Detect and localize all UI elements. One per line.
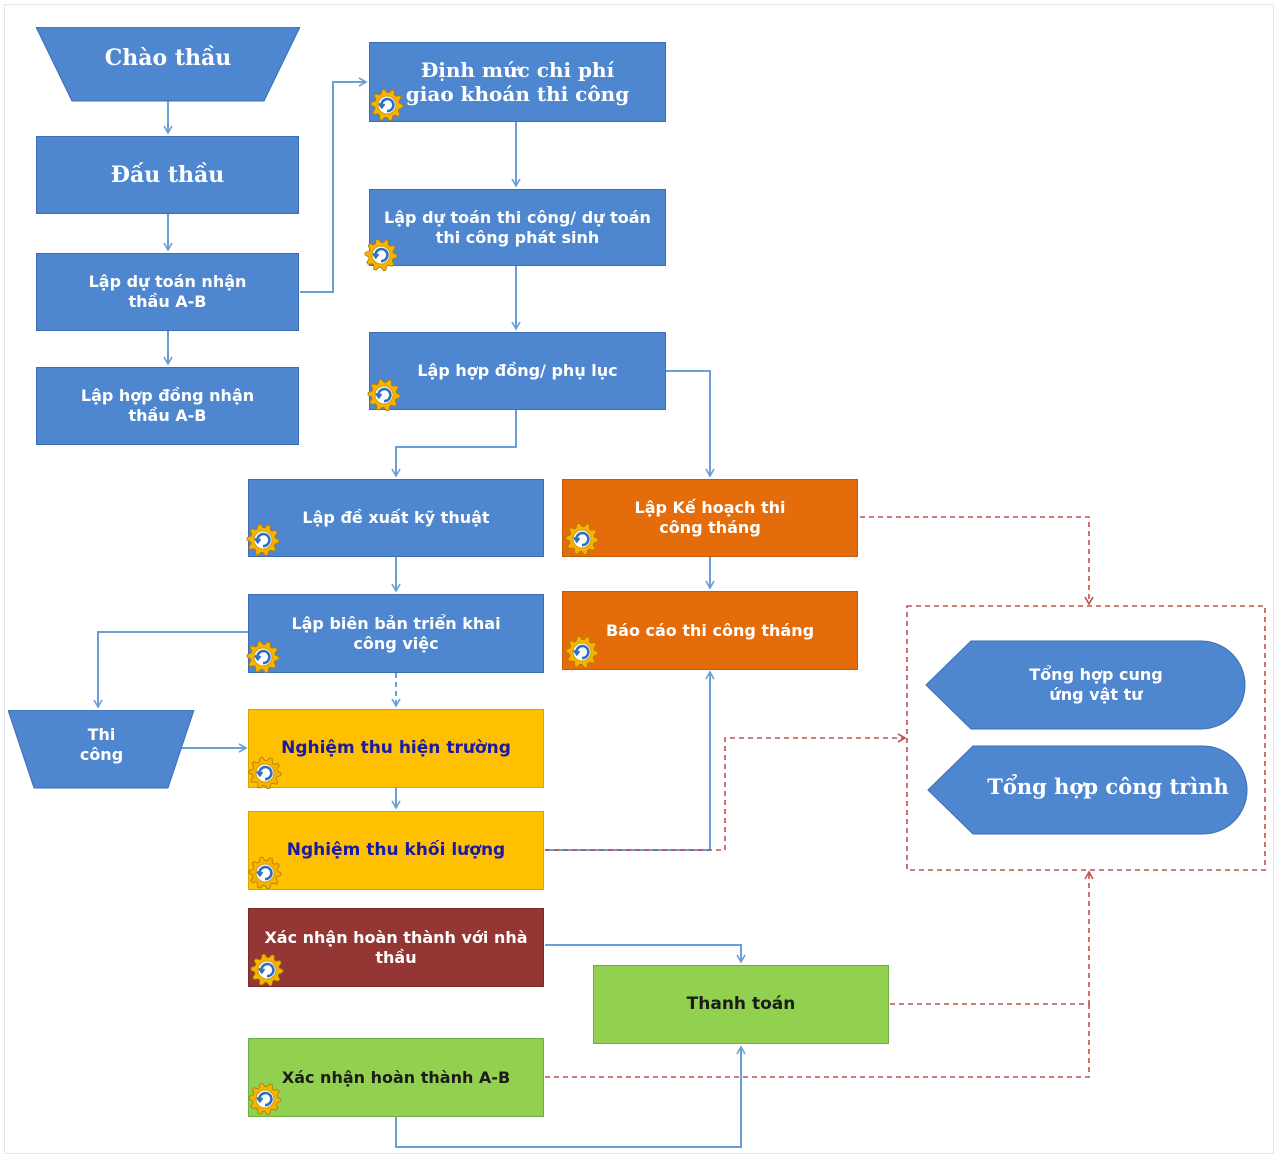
dashed-thanhtoan-summary: [890, 870, 1094, 1005]
diagram-frame: [4, 4, 1274, 1154]
node-dinh-muc[interactable]: Định mức chi phí giao khoán thi công: [369, 42, 666, 122]
connector-ab-thanhtoan: [395, 1045, 746, 1148]
node-lap-du-toan-nhan-thau-label: Lập dự toán nhận thầu A-B: [88, 272, 247, 311]
node-nghiem-thu-khoi-luong-label: Nghiệm thu khối lượng: [286, 840, 506, 861]
connector-xacnhan-thanhtoan: [545, 944, 746, 964]
node-dau-thau[interactable]: Đấu thầu: [36, 136, 299, 214]
node-tong-hop-cong-trinh[interactable]: Tổng hợp công trình: [927, 745, 1249, 835]
gear-icon: [248, 1082, 282, 1116]
gear-icon: [248, 756, 282, 790]
dashed-ntkl-summary: [545, 733, 907, 851]
gear-icon: [246, 523, 280, 557]
node-lap-hop-dong-phu-luc[interactable]: Lập hợp đồng/ phụ lục: [369, 332, 666, 410]
node-lap-ke-hoach-label: Lập Kế hoạch thi công tháng: [634, 498, 786, 537]
node-nghiem-thu-khoi-luong[interactable]: Nghiệm thu khối lượng: [248, 811, 544, 890]
node-thanh-toan-label: Thanh toán: [686, 994, 796, 1015]
node-lap-bien-ban-label: Lập biên bản triển khai công việc: [291, 613, 501, 653]
node-lap-de-xuat-label: Lập đề xuất kỹ thuật: [302, 508, 490, 528]
node-xac-nhan-ab[interactable]: Xác nhận hoàn thành A-B: [248, 1038, 544, 1117]
node-tong-hop-cong-trinh-label: Tổng hợp công trình: [987, 774, 1229, 800]
node-chao-thau-label: Chào thầu: [104, 45, 232, 72]
node-xac-nhan-nha-thau[interactable]: Xác nhận hoàn thành với nhà thầu: [248, 908, 544, 987]
gear-icon: [367, 378, 401, 412]
gear-icon: [370, 88, 404, 122]
node-lap-ke-hoach[interactable]: Lập Kế hoạch thi công tháng: [562, 479, 858, 557]
node-thi-cong-label: Thi công: [79, 724, 124, 764]
node-lap-hop-dong-nhan-thau[interactable]: Lập hợp đồng nhận thầu A-B: [36, 367, 299, 445]
gear-icon: [246, 640, 280, 674]
connector-hopdongpl-kehoach: [666, 370, 715, 478]
node-xac-nhan-ab-label: Xác nhận hoàn thành A-B: [281, 1067, 511, 1087]
node-lap-bien-ban[interactable]: Lập biên bản triển khai công việc: [248, 594, 544, 673]
node-lap-du-toan-thi-cong-label: Lập dự toán thi công/ dự toán thi công p…: [384, 207, 651, 247]
node-tong-hop-cung-ung[interactable]: Tổng hợp cung ứng vật tư: [925, 640, 1247, 730]
node-lap-hop-dong-phu-luc-label: Lập hợp đồng/ phụ lục: [417, 361, 618, 381]
summary-group-border: [906, 605, 1266, 871]
node-bao-cao-label: Báo cáo thi công tháng: [605, 620, 815, 640]
gear-icon: [565, 522, 599, 556]
node-thanh-toan[interactable]: Thanh toán: [593, 965, 889, 1044]
node-xac-nhan-nha-thau-label: Xác nhận hoàn thành với nhà thầu: [264, 927, 528, 967]
node-nghiem-thu-hien-truong[interactable]: Nghiệm thu hiện trường: [248, 709, 544, 788]
connector-bienban-thicong: [93, 631, 248, 709]
node-lap-du-toan-thi-cong[interactable]: Lập dự toán thi công/ dự toán thi công p…: [369, 189, 666, 266]
dashed-ab-summary: [545, 1004, 1090, 1078]
node-tong-hop-cung-ung-label: Tổng hợp cung ứng vật tư: [1029, 665, 1163, 704]
node-dau-thau-label: Đấu thầu: [110, 161, 225, 188]
node-chao-thau[interactable]: Chào thầu: [36, 27, 300, 102]
gear-icon: [364, 238, 398, 272]
node-dinh-muc-label: Định mức chi phí giao khoán thi công: [405, 57, 630, 106]
node-lap-hop-dong-nhan-thau-label: Lập hợp đồng nhận thầu A-B: [80, 386, 255, 425]
node-lap-du-toan-nhan-thau[interactable]: Lập dự toán nhận thầu A-B: [36, 253, 299, 331]
connector-hopdongpl-dexuat: [391, 410, 517, 478]
gear-icon: [250, 953, 284, 987]
node-bao-cao[interactable]: Báo cáo thi công tháng: [562, 591, 858, 670]
gear-icon: [565, 635, 599, 669]
gear-icon: [248, 856, 282, 890]
dashed-kehoach-summary: [860, 516, 1094, 606]
connector-ntkl-baocao: [545, 670, 715, 851]
node-lap-de-xuat[interactable]: Lập đề xuất kỹ thuật: [248, 479, 544, 557]
node-nghiem-thu-hien-truong-label: Nghiệm thu hiện trường: [281, 738, 511, 759]
node-thi-cong[interactable]: Thi công: [8, 710, 195, 789]
connector-dutoan-dinhmuc: [300, 77, 368, 293]
